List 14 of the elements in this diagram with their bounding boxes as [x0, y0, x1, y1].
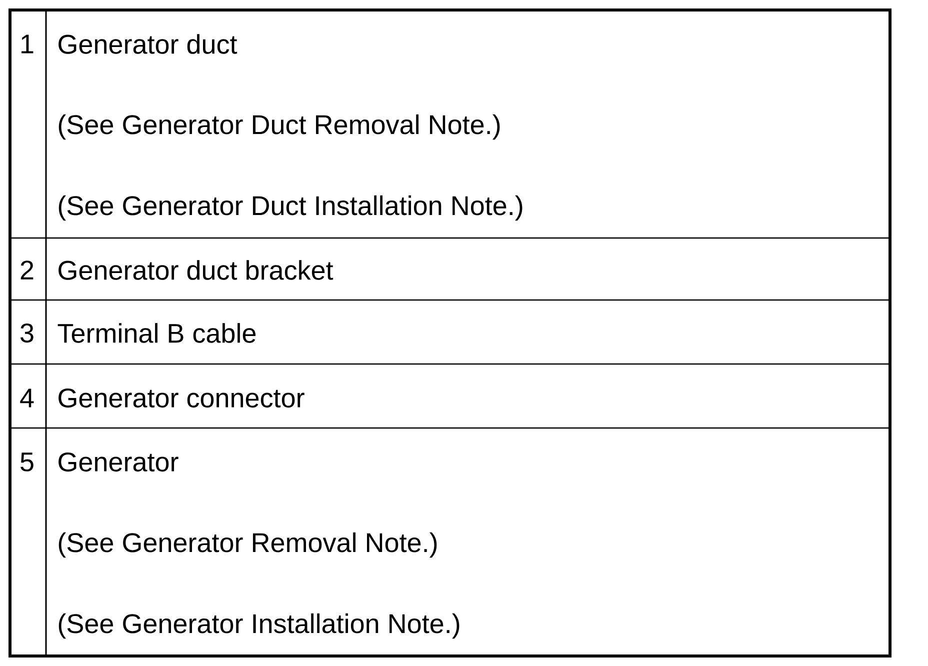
- row-number: 4: [20, 388, 34, 408]
- row-number: 5: [20, 452, 34, 472]
- part-name: Terminal B cable: [58, 323, 256, 343]
- row-number: 3: [20, 323, 34, 343]
- part-name: Generator duct: [58, 34, 238, 54]
- part-name: Generator: [58, 452, 178, 472]
- row-number: 1: [22, 34, 34, 54]
- row-number: 2: [20, 260, 34, 280]
- note-text: (See Generator Removal Note.): [58, 532, 437, 558]
- note-text: (See Generator Duct Removal Note.): [58, 114, 500, 140]
- note-text: (See Generator Installation Note.): [58, 613, 460, 639]
- part-name: Generator duct bracket: [58, 260, 334, 280]
- note-text: (See Generator Duct Installation Note.): [58, 195, 522, 221]
- part-name: Generator connector: [58, 388, 304, 408]
